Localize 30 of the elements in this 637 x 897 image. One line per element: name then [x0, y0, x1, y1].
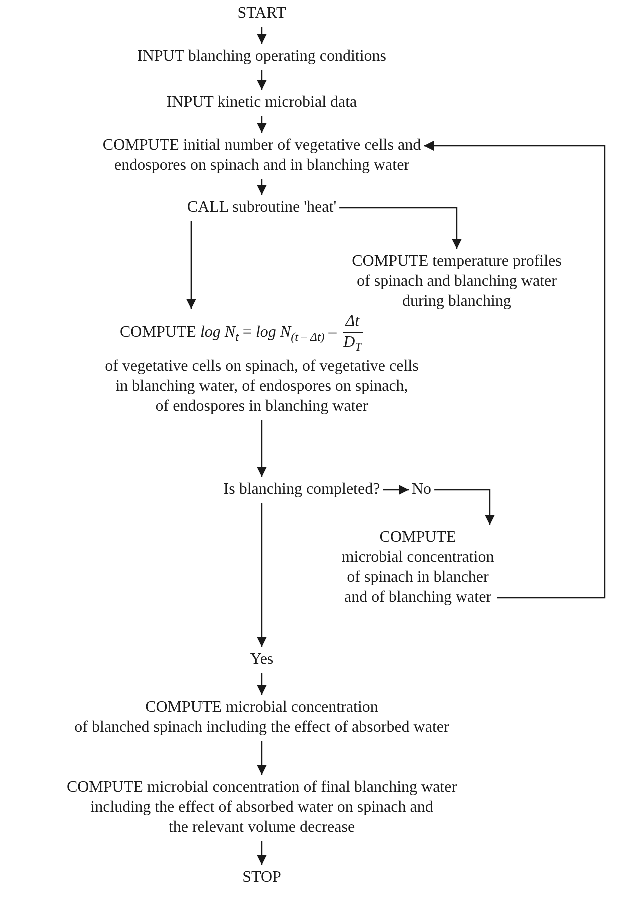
process-step: INPUT kinetic microbial data — [166, 93, 358, 113]
process-step: INPUT blanching operating conditions — [138, 47, 386, 67]
process-step: COMPUTE microbial concentration of spinach in blancher and of blanching water — [342, 528, 494, 608]
process-step: COMPUTE initial number of vegetative cells and endospores on spinach and in blanching water — [102, 136, 422, 176]
arrow — [257, 673, 267, 695]
arrow — [257, 116, 267, 133]
arrow — [340, 207, 462, 249]
arrow — [424, 141, 606, 599]
arrow — [257, 420, 267, 477]
arrow — [257, 70, 267, 90]
process-step: COMPUTE temperature profiles of spinach and blanching water during blanching — [352, 252, 562, 312]
arrow — [186, 221, 196, 309]
decision-question: Is blanching completed? — [224, 480, 380, 500]
process-step: COMPUTE microbial concentration of final blanching water including the effect of absorbed water on spinach and the relevant volume decrease — [66, 778, 458, 838]
arrow — [434, 489, 495, 525]
start-label: START — [238, 4, 286, 24]
formula-text: COMPUTE log N$_{t}$ = log N$_{(t – Δt)}$ – — [120, 322, 337, 346]
arrow — [257, 27, 267, 44]
arrow — [383, 485, 409, 495]
fraction: Δt D$_{T}$ — [342, 312, 363, 356]
branch-label: Yes — [250, 650, 274, 670]
subroutine-call: CALL subroutine 'heat' — [187, 198, 337, 218]
branch-label: No — [412, 480, 432, 500]
stop-label: STOP — [242, 868, 282, 888]
process-step: COMPUTE microbial concentration of blanched spinach including the effect of absorbed water — [74, 698, 450, 738]
arrow — [257, 503, 267, 647]
arrow — [257, 741, 267, 775]
arrow — [257, 841, 267, 865]
arrow — [257, 179, 267, 195]
step-description: of vegetative cells on spinach, of vegetative cells in blanching water, of endospores on spinach, of endospores in blanching water — [105, 357, 419, 418]
